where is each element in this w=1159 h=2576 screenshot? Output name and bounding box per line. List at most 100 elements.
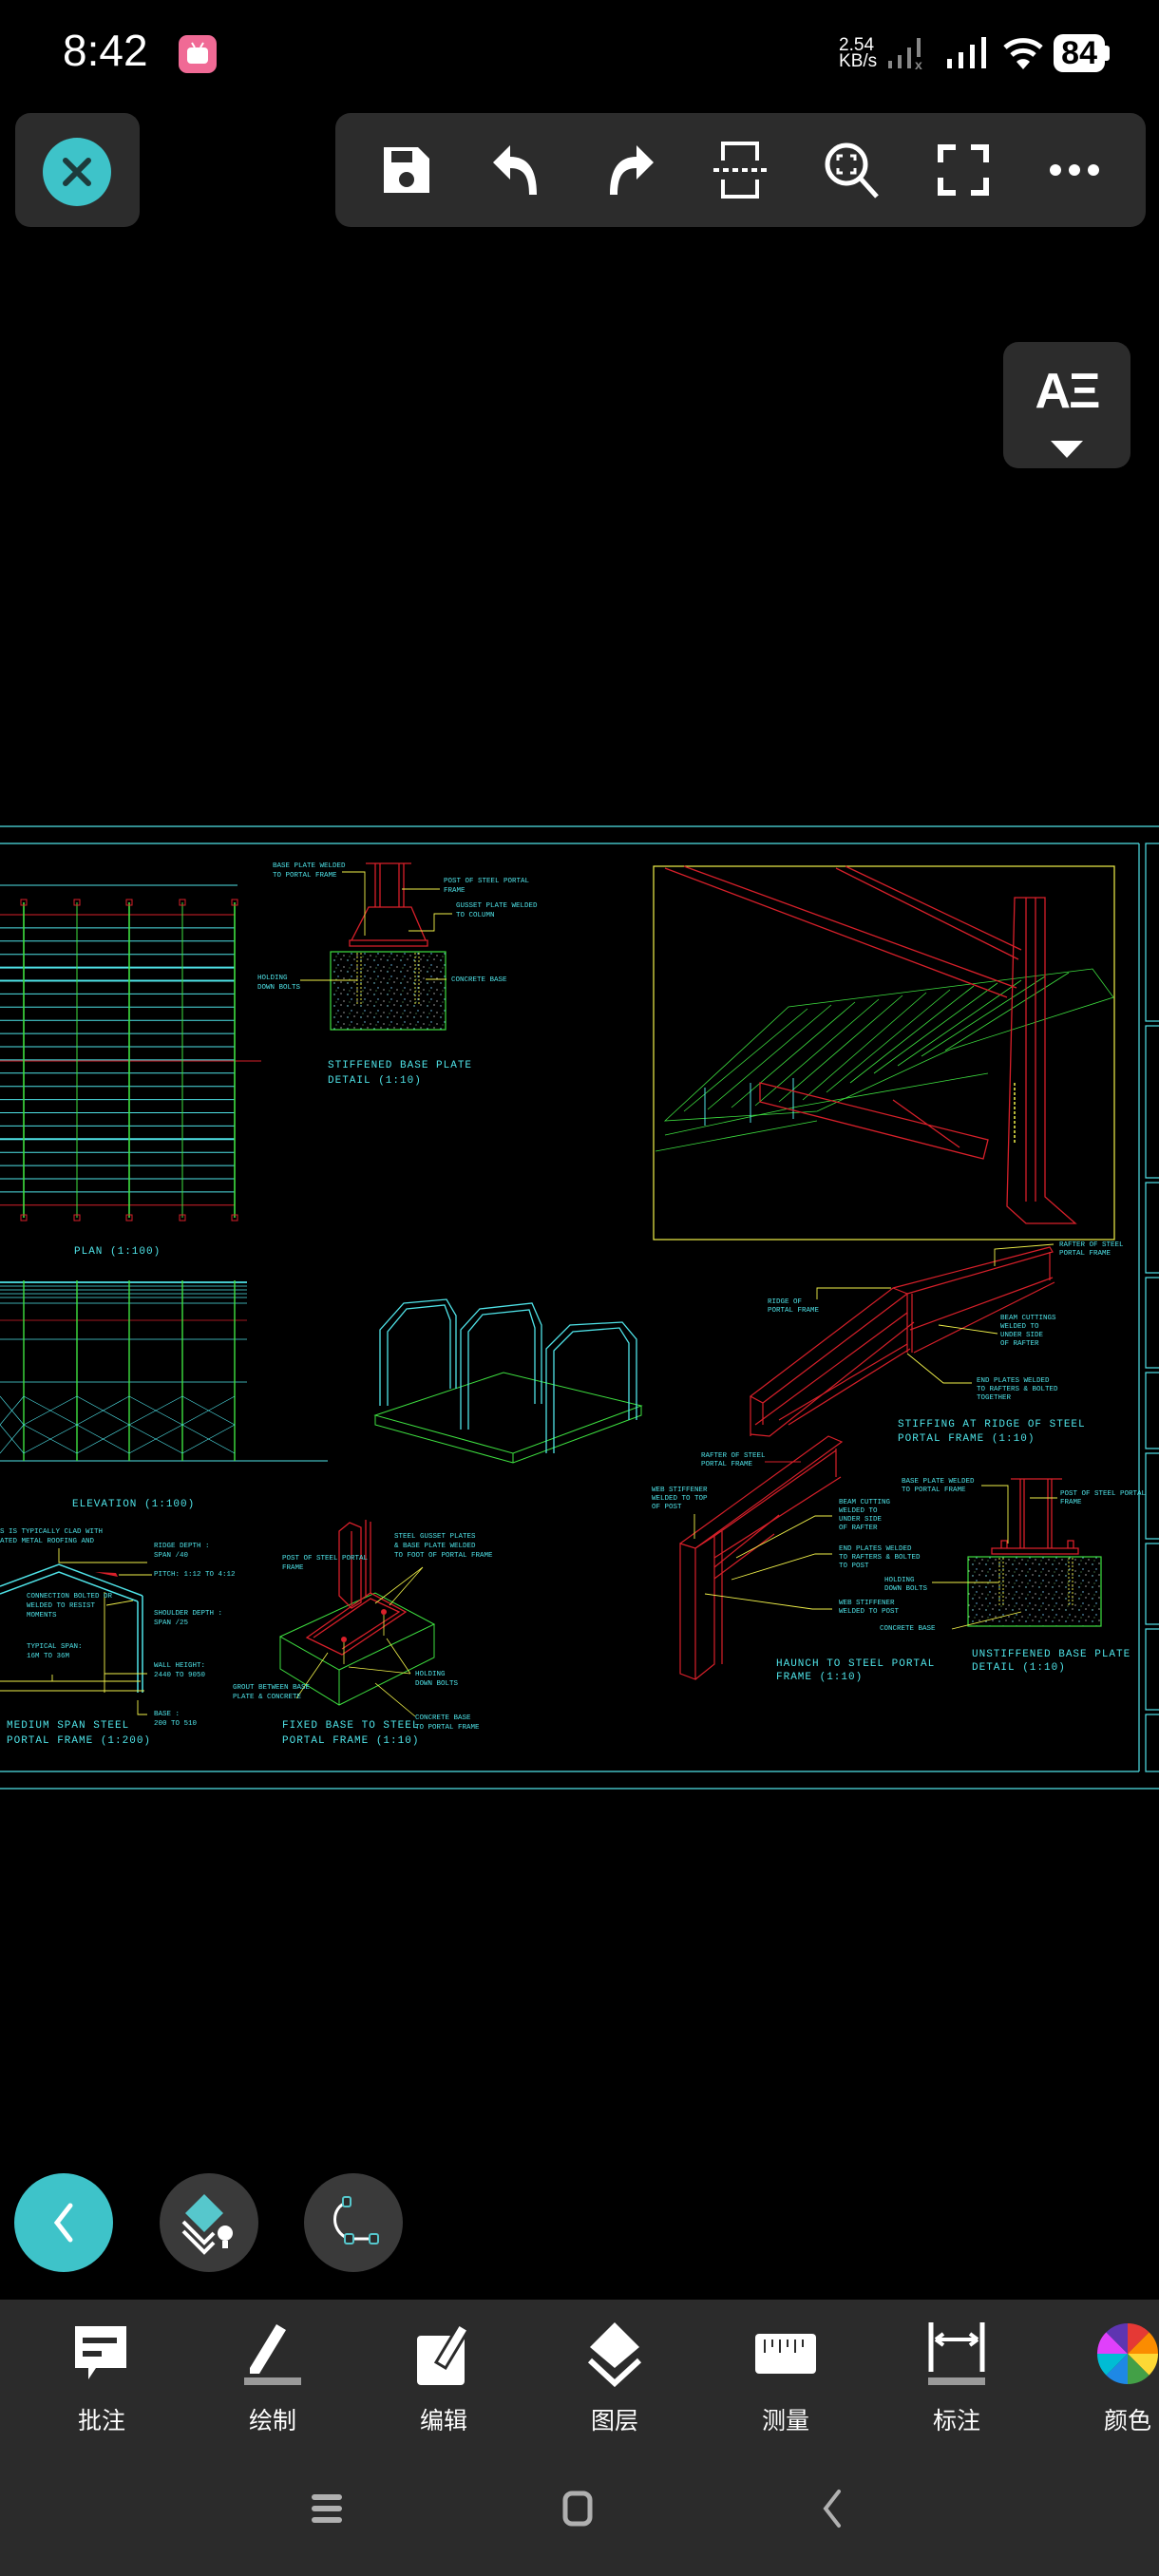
comment-icon [75,2326,126,2379]
tab-dimension[interactable]: 标注 [895,2317,1018,2436]
drawing-group [373,1372,643,1464]
tab-edit-label: 编辑 [419,2408,467,2434]
elevation-bracing [128,1395,183,1426]
drawing-group [349,862,428,947]
label-line: PORTAL FRAME [768,1307,820,1315]
tab-measure[interactable]: 测量 [724,2317,847,2436]
label-line: FIXED BASE TO STEEL [282,1720,419,1732]
save-button[interactable] [369,132,445,208]
pencil-icon [244,2324,301,2385]
label-line: UNSTIFFENED BASE PLATE [972,1649,1130,1660]
plan-column-base [73,899,81,906]
layer-visibility-fab-button[interactable] [160,2173,258,2272]
label-line: TO PORTAL FRAME [415,1724,480,1732]
label-line: ATED METAL ROOFING AND [0,1538,95,1545]
fixed-title: FIXED BASE TO STEEL PORTAL FRAME (1:10) [282,1720,419,1747]
title-block-cell [1145,1452,1159,1540]
label-line: FRAME [1060,1499,1082,1506]
text-style-button[interactable]: AΞ [1003,342,1130,468]
label-line: BASE : [154,1711,180,1718]
wifi-icon [1003,38,1043,69]
tab-draw-label: 绘制 [248,2408,296,2434]
label-line: WEB STIFFENER [652,1487,708,1494]
more-button[interactable] [1036,132,1112,208]
edit-icon [417,2321,471,2385]
haunch-title: HAUNCH TO STEEL PORTAL FRAME (1:10) [776,1658,935,1683]
label-line: TO COLUMN [456,912,495,919]
label-line: UNDER SIDE [839,1516,883,1524]
drawing-group [932,1485,1057,1630]
title-block-cell [1145,1372,1159,1449]
ridge-stiffing-detail [749,1246,1055,1437]
label-line: CONCRETE BASE [415,1714,471,1722]
close-button[interactable] [43,138,111,206]
polyline-edit-fab-button[interactable] [304,2173,403,2272]
sheet-frame [0,825,1159,1790]
elevation-bracing [0,1395,25,1426]
tab-annotate[interactable]: 批注 [40,2317,163,2436]
plan-column-base [179,1214,186,1222]
fullscreen-button[interactable] [925,132,1001,208]
cad-drawing-canvas[interactable]: PLAN (1:100) ELEVATION (1:100) BASE PLAT… [0,822,1159,1795]
label-shoulder-depth: SHOULDER DEPTH :SPAN /25 [154,1610,222,1627]
label-pitch: PITCH: 1:12 TO 4:12 [154,1571,236,1579]
label-line: BASE PLATE WELDED [273,862,346,870]
label-line: SHOULDER DEPTH : [154,1610,222,1618]
label-line: TOGETHER [977,1394,1012,1402]
back-fab-button[interactable] [14,2173,113,2272]
label-line: WELDED TO [839,1507,878,1515]
net-speed-unit: KB/s [839,51,878,71]
label-line: HOLDING [884,1577,915,1584]
elevation-bracing [23,1395,78,1426]
label-line: PORTAL FRAME (1:10) [282,1735,419,1747]
drawing-group [305,1520,408,1656]
title-block-cell [1145,843,1159,1022]
label-line: MEDIUM SPAN STEEL [7,1720,129,1732]
tab-annotate-label: 批注 [77,2408,125,2434]
label-line: CONCRETE BASE [451,976,507,984]
drawing-group [278,1592,436,1706]
tab-layers-label: 图层 [590,2408,638,2434]
tab-draw[interactable]: 绘制 [211,2317,334,2436]
label-line: HOLDING [415,1671,446,1678]
label-line: SPAN /40 [154,1552,189,1560]
nav-home-button[interactable] [550,2480,607,2537]
drawing-group [379,1298,637,1453]
label-line: TO PORTAL FRAME [902,1487,966,1494]
tab-edit[interactable]: 编辑 [382,2317,505,2436]
label-line: OF RAFTER [839,1525,878,1532]
elevation-bracing [181,1424,236,1454]
elevation-view [0,1280,328,1462]
nav-back-button[interactable] [804,2480,861,2537]
label-line: 2440 TO 9050 [154,1672,206,1679]
dropdown-triangle-icon [1051,441,1083,458]
label-line: TO RAFTERS & BOLTED [977,1386,1058,1393]
tab-layers[interactable]: 图层 [553,2317,676,2436]
split-view-button[interactable] [702,132,778,208]
label-line: HAUNCH TO STEEL PORTAL [776,1658,935,1670]
zoom-extents-button[interactable] [814,132,890,208]
nav-recents-button[interactable] [298,2480,355,2537]
label-line: WELDED TO [1000,1323,1039,1331]
label-line: RIDGE OF [768,1298,802,1306]
label-line: FRAME (1:10) [776,1672,863,1683]
tab-color[interactable]: 颜色 [1066,2317,1159,2436]
ruler-icon [755,2334,816,2374]
battery-level: 84 [1054,34,1105,72]
undo-button[interactable] [480,132,556,208]
redo-button[interactable] [591,132,667,208]
drawing-group [998,1558,1074,1605]
label-concrete-base: CONCRETE BASE [451,976,507,984]
drawing-group [0,1563,143,1693]
